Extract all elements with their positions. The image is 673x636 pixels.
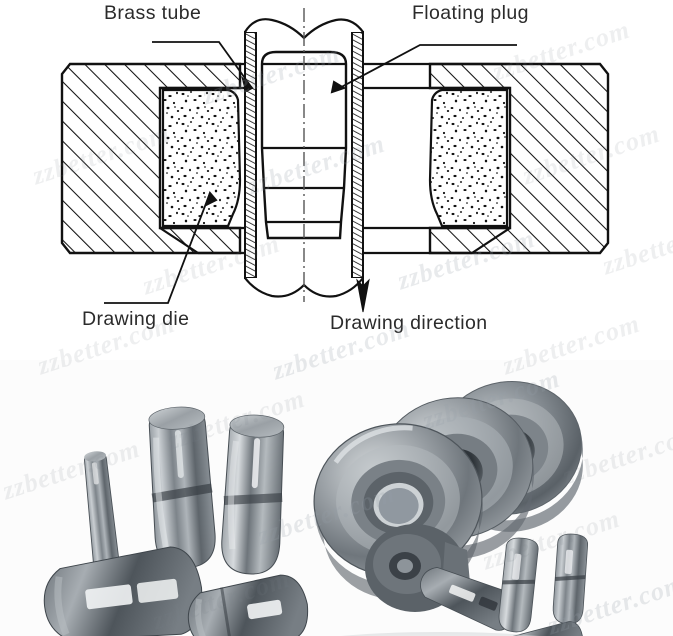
- carbide-plug-mini-a: [498, 537, 539, 633]
- carbide-plug-bullet-a: [148, 406, 216, 569]
- label-drawing-direction: Drawing direction: [330, 312, 488, 334]
- leader-floating-plug: [330, 44, 517, 94]
- label-drawing-die: Drawing die: [82, 308, 190, 330]
- die-insert-left: [161, 88, 242, 228]
- label-floating-plug: Floating plug: [412, 2, 529, 24]
- technical-diagram: Brass tube Floating plug Drawing die Dra…: [60, 2, 610, 334]
- leader-drawing-die: [104, 191, 218, 304]
- carbide-plug-mini-b: [552, 533, 589, 625]
- product-photo: [0, 360, 673, 636]
- carbide-plug-slotted-large: [43, 546, 203, 636]
- diagram-svg: [60, 8, 610, 313]
- label-brass-tube: Brass tube: [104, 2, 202, 24]
- carbide-plug-mini-c: [503, 621, 584, 636]
- photo-svg: [0, 360, 673, 636]
- carbide-plug-bullet-b: [221, 414, 285, 575]
- drawing-direction-arrow: [356, 253, 370, 313]
- leader-brass-tube: [152, 41, 254, 93]
- die-insert-right: [428, 88, 509, 228]
- carbide-plug-slotted-medium: [187, 574, 309, 636]
